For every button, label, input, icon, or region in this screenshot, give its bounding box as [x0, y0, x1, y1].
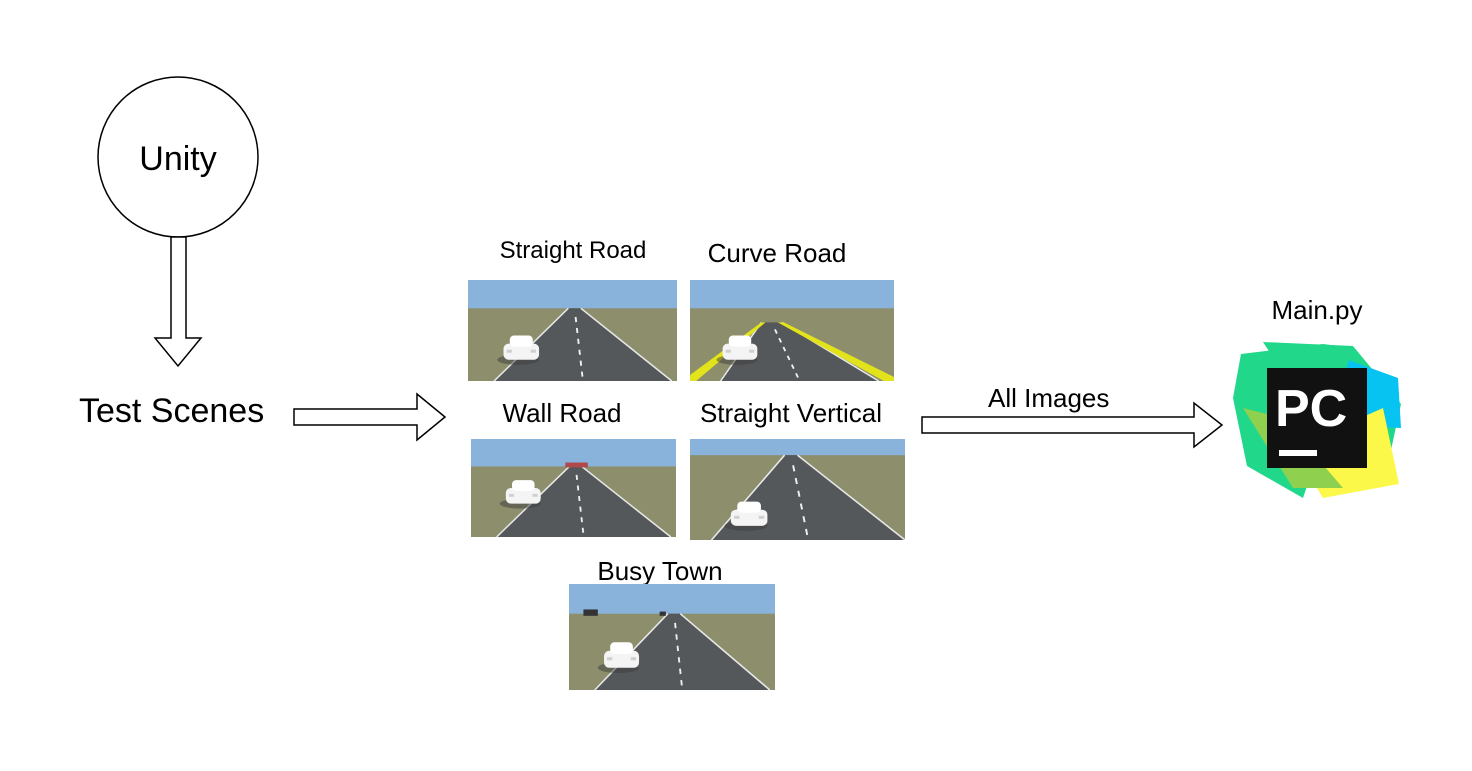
scene-label-straight-vertical: Straight Vertical: [699, 398, 883, 428]
car-light: [607, 657, 613, 661]
road-edge-line: [679, 613, 771, 690]
road: [496, 466, 671, 537]
lane-dash: [581, 527, 585, 533]
scene-label-wall-road: Wall Road: [502, 398, 622, 428]
scene-label-busy-town: Busy Town: [597, 556, 723, 586]
pycharm-logo-icon: PC: [1233, 342, 1401, 498]
scene-image-curve-road: [690, 280, 894, 381]
road-edge-line: [796, 454, 905, 540]
lane-dash: [578, 495, 581, 502]
car-body: [722, 343, 758, 360]
lane-dash: [574, 316, 578, 323]
lane-dash: [782, 346, 787, 352]
car-roof: [728, 335, 752, 347]
logo-underscore: [1279, 450, 1317, 456]
parked-vehicle: [583, 609, 598, 616]
yellow-curb: [777, 322, 894, 381]
car-roof: [509, 335, 533, 347]
unity-to-scenes-arrow: [153, 236, 203, 368]
scene-image-straight-road: [468, 280, 677, 381]
car-roof: [610, 642, 633, 654]
road-edge-line: [581, 465, 672, 537]
lane-dash: [579, 506, 582, 512]
lane-dash: [774, 329, 778, 334]
road: [494, 308, 672, 381]
lane-dash: [580, 517, 583, 523]
lane-dash: [795, 372, 799, 378]
lane-dash: [674, 622, 677, 629]
car-light: [749, 349, 755, 353]
scene-label-straight-road: Straight Road: [499, 237, 647, 264]
road-edge-line: [710, 454, 786, 540]
scene-label-curve-road: Curve Road: [707, 238, 847, 268]
unity-node-label: Unity: [139, 140, 217, 178]
car-roof: [737, 501, 761, 513]
sky: [569, 584, 775, 616]
sky: [468, 280, 677, 311]
car-light: [734, 515, 740, 519]
scene-image-straight-vertical: [690, 439, 905, 540]
scene-image-busy-town: [569, 584, 775, 690]
lane-dash: [802, 516, 806, 523]
sky: [690, 439, 905, 458]
road-edge-line: [580, 307, 673, 381]
lane-dash: [575, 474, 579, 480]
lane-dash: [578, 349, 581, 355]
lane-dash: [797, 490, 801, 497]
wall-obstacle: [565, 462, 588, 468]
car-light: [506, 349, 512, 353]
lane-dash: [579, 360, 583, 366]
sky: [690, 280, 894, 311]
test-scenes-label: Test Scenes: [79, 392, 265, 430]
images-to-main-arrow: [921, 401, 1224, 449]
lane-dash: [580, 371, 584, 377]
lane-dash: [679, 668, 682, 675]
car-light: [530, 349, 536, 353]
car-light: [725, 349, 731, 353]
lane-dash: [677, 657, 681, 663]
lane-dash: [676, 645, 680, 652]
all-images-label: All Images: [988, 383, 1110, 413]
lane-dash: [786, 355, 791, 361]
lane-dash: [577, 338, 580, 345]
lane-dash: [576, 485, 580, 491]
lane-dash: [799, 503, 804, 510]
car-light: [532, 493, 538, 497]
lane-dash: [792, 465, 796, 472]
road: [720, 322, 879, 381]
car-body: [730, 509, 768, 526]
scene-image-wall-road: [471, 439, 676, 537]
car-body: [505, 488, 541, 504]
car-body: [503, 343, 540, 360]
car-roof: [512, 480, 535, 491]
car-light: [508, 493, 515, 497]
lane-dash: [790, 364, 795, 370]
scenes-to-images-arrow: [293, 392, 447, 442]
logo-text: PC: [1275, 380, 1347, 438]
car-light: [758, 515, 765, 519]
lane-dash: [680, 679, 683, 686]
lane-dash: [805, 528, 809, 536]
main-py-label: Main.py: [1271, 295, 1363, 325]
lane-dash: [575, 327, 579, 334]
road: [594, 613, 770, 690]
lane-dash: [675, 634, 678, 640]
distant-vehicle: [659, 611, 666, 616]
lane-dash: [794, 477, 798, 485]
lane-dash: [778, 337, 782, 343]
car-light: [630, 657, 636, 661]
car-body: [604, 650, 640, 668]
